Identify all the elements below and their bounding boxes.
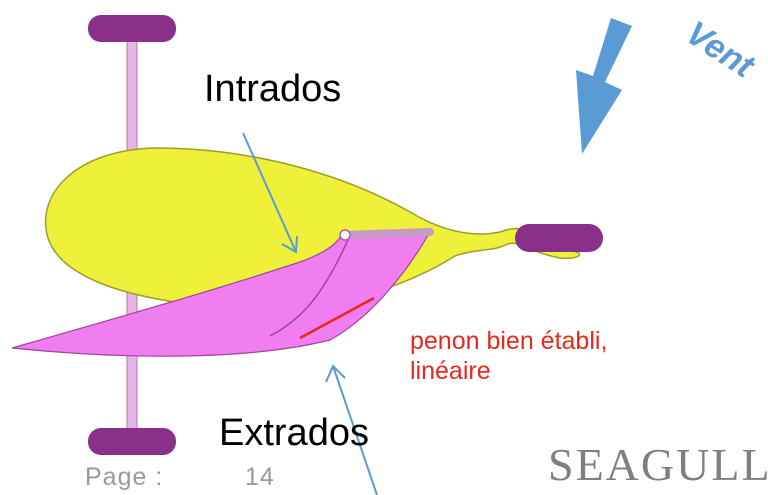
page-number: 14: [245, 463, 275, 491]
extrados-arrow-head: [325, 364, 346, 383]
telltale-label-line2: linéaire: [410, 357, 491, 385]
telltale-line: [299, 296, 375, 340]
wind-arrow: [576, 18, 632, 154]
logo-text: SEAGULL: [548, 439, 768, 490]
wheel-right: [515, 224, 603, 252]
intrados-arrow: [242, 132, 297, 253]
intrados-label: Intrados: [204, 68, 342, 110]
intrados-arrow-head: [281, 235, 298, 254]
wheel-top: [88, 15, 176, 42]
boom: [340, 228, 434, 239]
sail-batten: [269, 239, 349, 337]
extrados-label: Extrados: [219, 412, 369, 454]
extrados-arrow: [332, 365, 378, 495]
wheel-bottom: [88, 428, 176, 455]
boom-joint: [339, 229, 351, 241]
page-label: Page :: [85, 463, 164, 491]
telltale-label-line1: penon bien établi,: [410, 327, 608, 355]
